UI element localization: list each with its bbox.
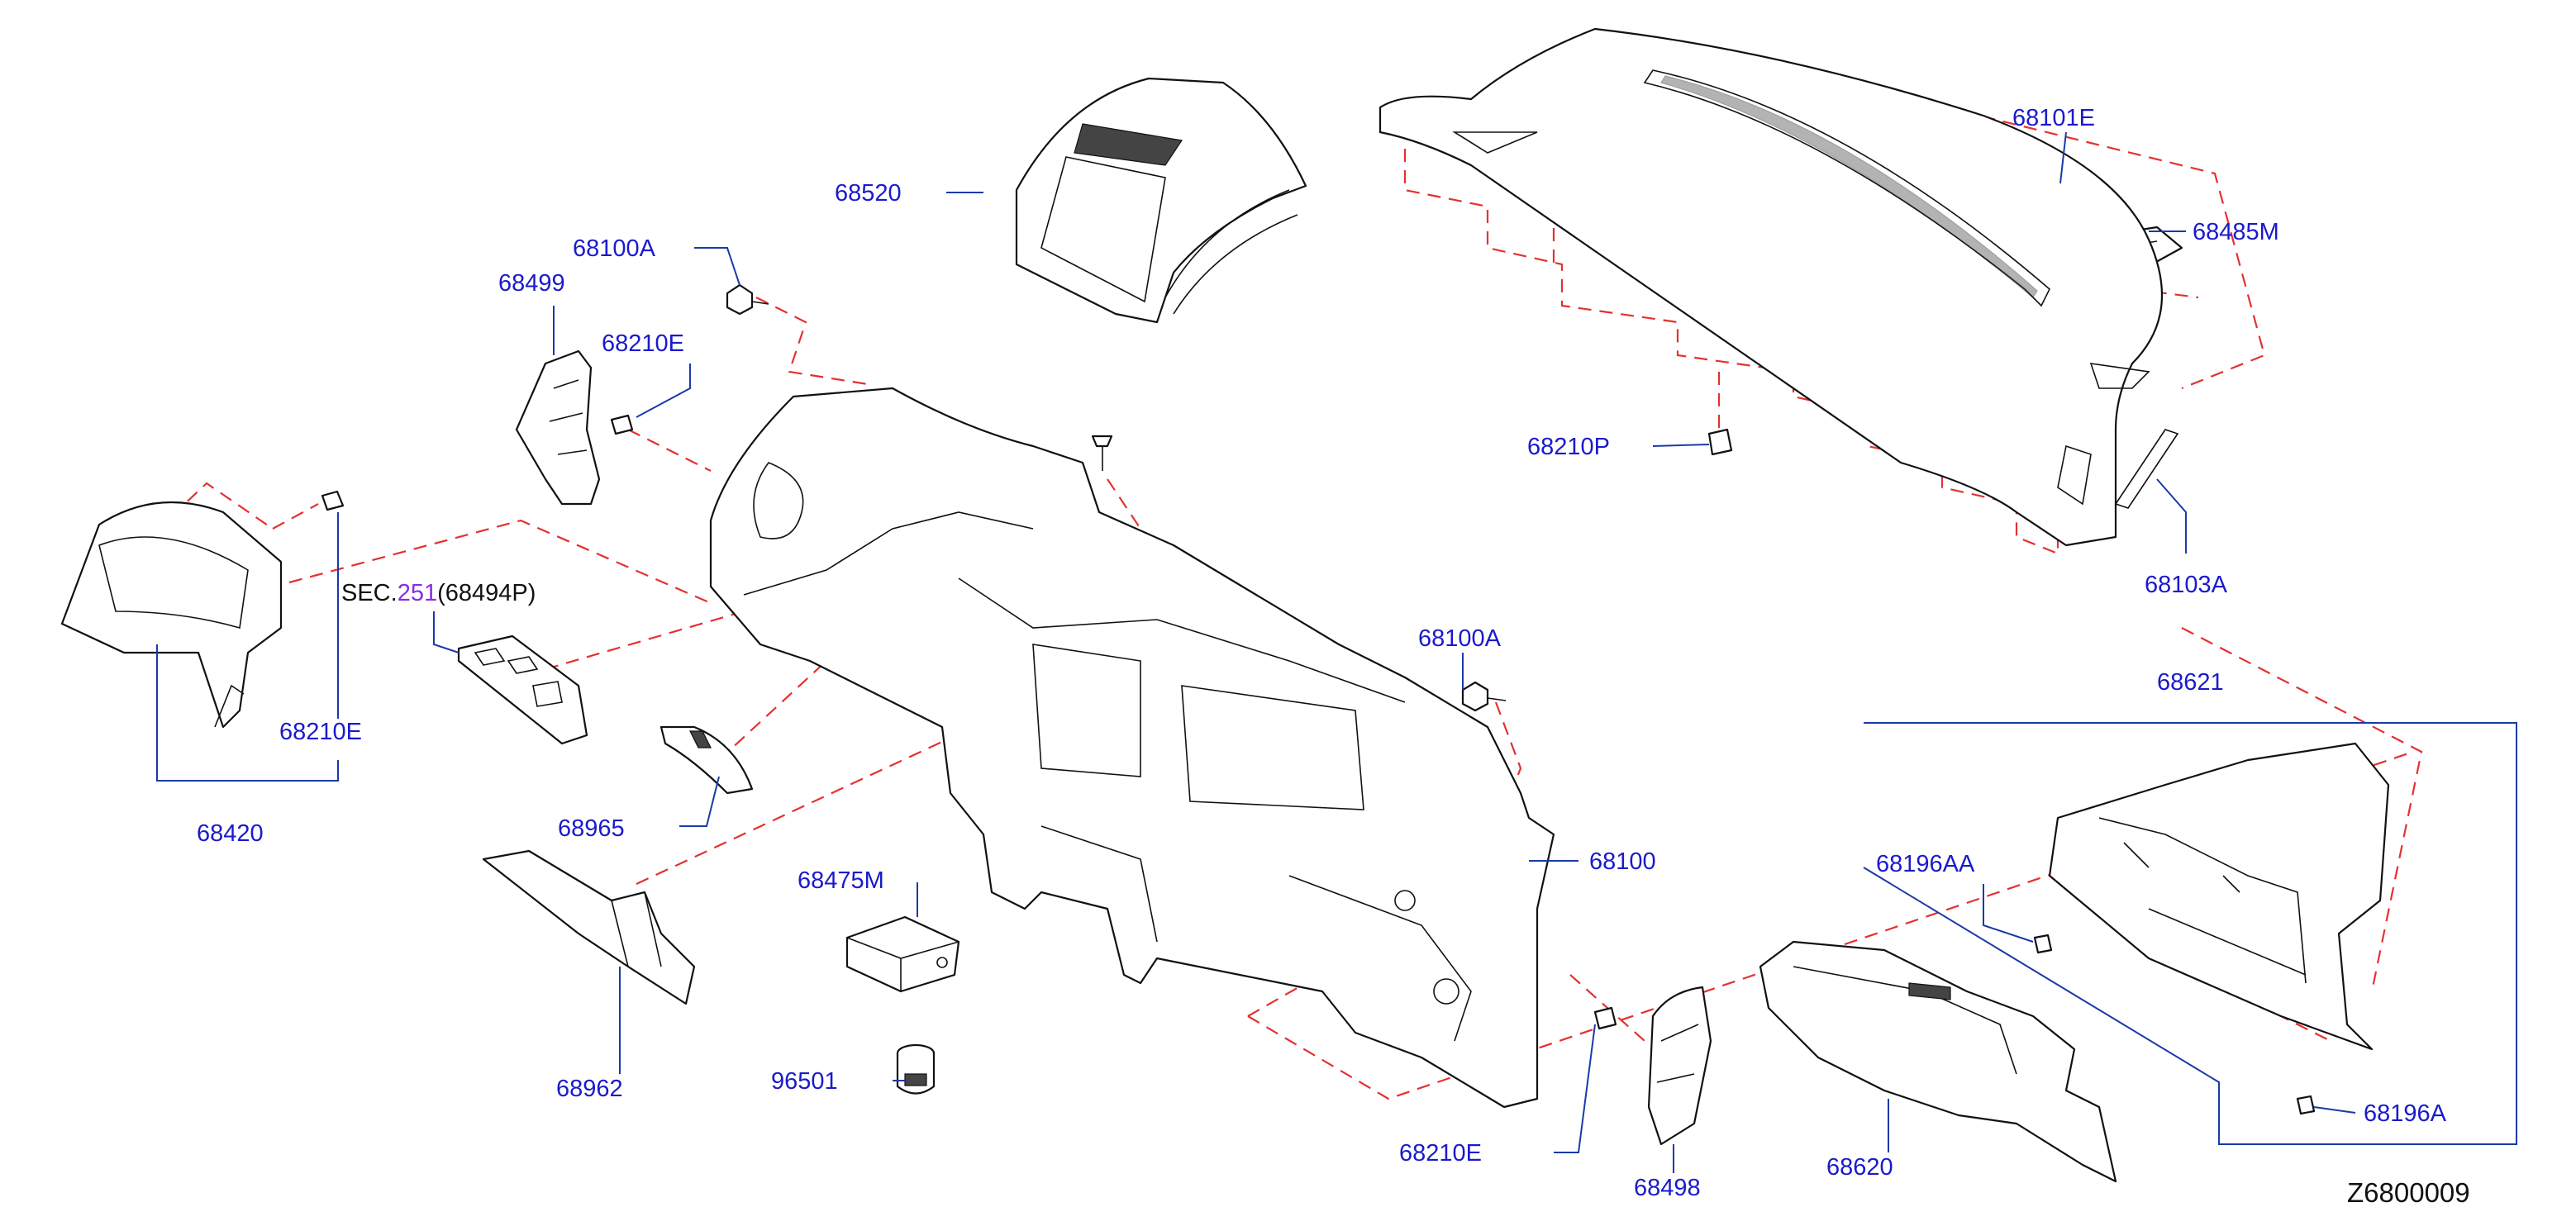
label-68962: 68962	[556, 1076, 623, 1102]
part-68520-cluster-hood	[1015, 77, 1307, 324]
label-68100A-top: 68100A	[573, 235, 656, 262]
label-68210E-left: 68210E	[279, 719, 362, 745]
label-68101E: 68101E	[2012, 105, 2095, 131]
part-68621-glove-box	[2048, 742, 2390, 1051]
section-number: 251	[398, 580, 437, 606]
label-68196AA: 68196AA	[1876, 851, 1975, 877]
label-68499: 68499	[498, 270, 565, 297]
diagram-id: Z6800009	[2347, 1177, 2470, 1208]
label-68621: 68621	[2157, 669, 2224, 696]
section-suffix: (68494P)	[437, 580, 536, 606]
part-labels: 68520 68101E 68485M 68100A 68499 68210E …	[197, 105, 2470, 1208]
label-68620: 68620	[1826, 1154, 1893, 1181]
part-68196A-clip	[2296, 1095, 2316, 1115]
part-68475M-module	[845, 915, 960, 993]
label-68965: 68965	[558, 815, 625, 842]
label-68498: 68498	[1634, 1175, 1701, 1201]
part-68210E-clip-left	[321, 490, 345, 511]
part-68196AA-clip	[2033, 934, 2053, 954]
part-upper-dash-panel	[1378, 27, 2179, 547]
part-68420-cluster-lid	[60, 501, 283, 729]
part-68100-main-frame	[709, 387, 1555, 1109]
label-68210P: 68210P	[1527, 434, 1610, 460]
part-68498-side-cover	[1647, 986, 1712, 1146]
label-68420: 68420	[197, 820, 264, 847]
label-68196A: 68196A	[2364, 1100, 2447, 1127]
label-68100A-mid: 68100A	[1418, 625, 1502, 652]
label-68520: 68520	[835, 180, 902, 207]
leader-lines	[156, 131, 2517, 1173]
part-68499-bracket	[515, 349, 601, 506]
part-68210E-clip-bottom	[1593, 1006, 1617, 1030]
section-prefix: SEC.	[341, 580, 398, 606]
part-68100A-bolt-top	[726, 283, 769, 316]
part-68962-lower-trim	[482, 849, 696, 1005]
part-68620-glove-lid	[1759, 940, 2117, 1183]
label-68100: 68100	[1589, 848, 1656, 875]
label-68210E-top: 68210E	[602, 330, 684, 357]
label-68210E-bottom: 68210E	[1399, 1140, 1482, 1167]
label-68485M: 68485M	[2193, 219, 2279, 245]
part-68965-trim	[659, 725, 754, 795]
part-frame-screw	[1091, 435, 1113, 471]
label-68475M: 68475M	[798, 867, 884, 894]
label-96501: 96501	[771, 1068, 838, 1095]
part-68210E-clip-top	[610, 414, 634, 435]
part-switch-bracket	[457, 634, 588, 745]
part-68210P-clip	[1707, 428, 1733, 456]
parts-drawings	[60, 27, 2390, 1183]
section-reference: SEC.251(68494P)	[341, 580, 536, 606]
part-96501-cylinder	[896, 1043, 936, 1095]
label-68103A: 68103A	[2145, 572, 2228, 598]
part-68100A-bolt-mid	[1461, 681, 1507, 712]
